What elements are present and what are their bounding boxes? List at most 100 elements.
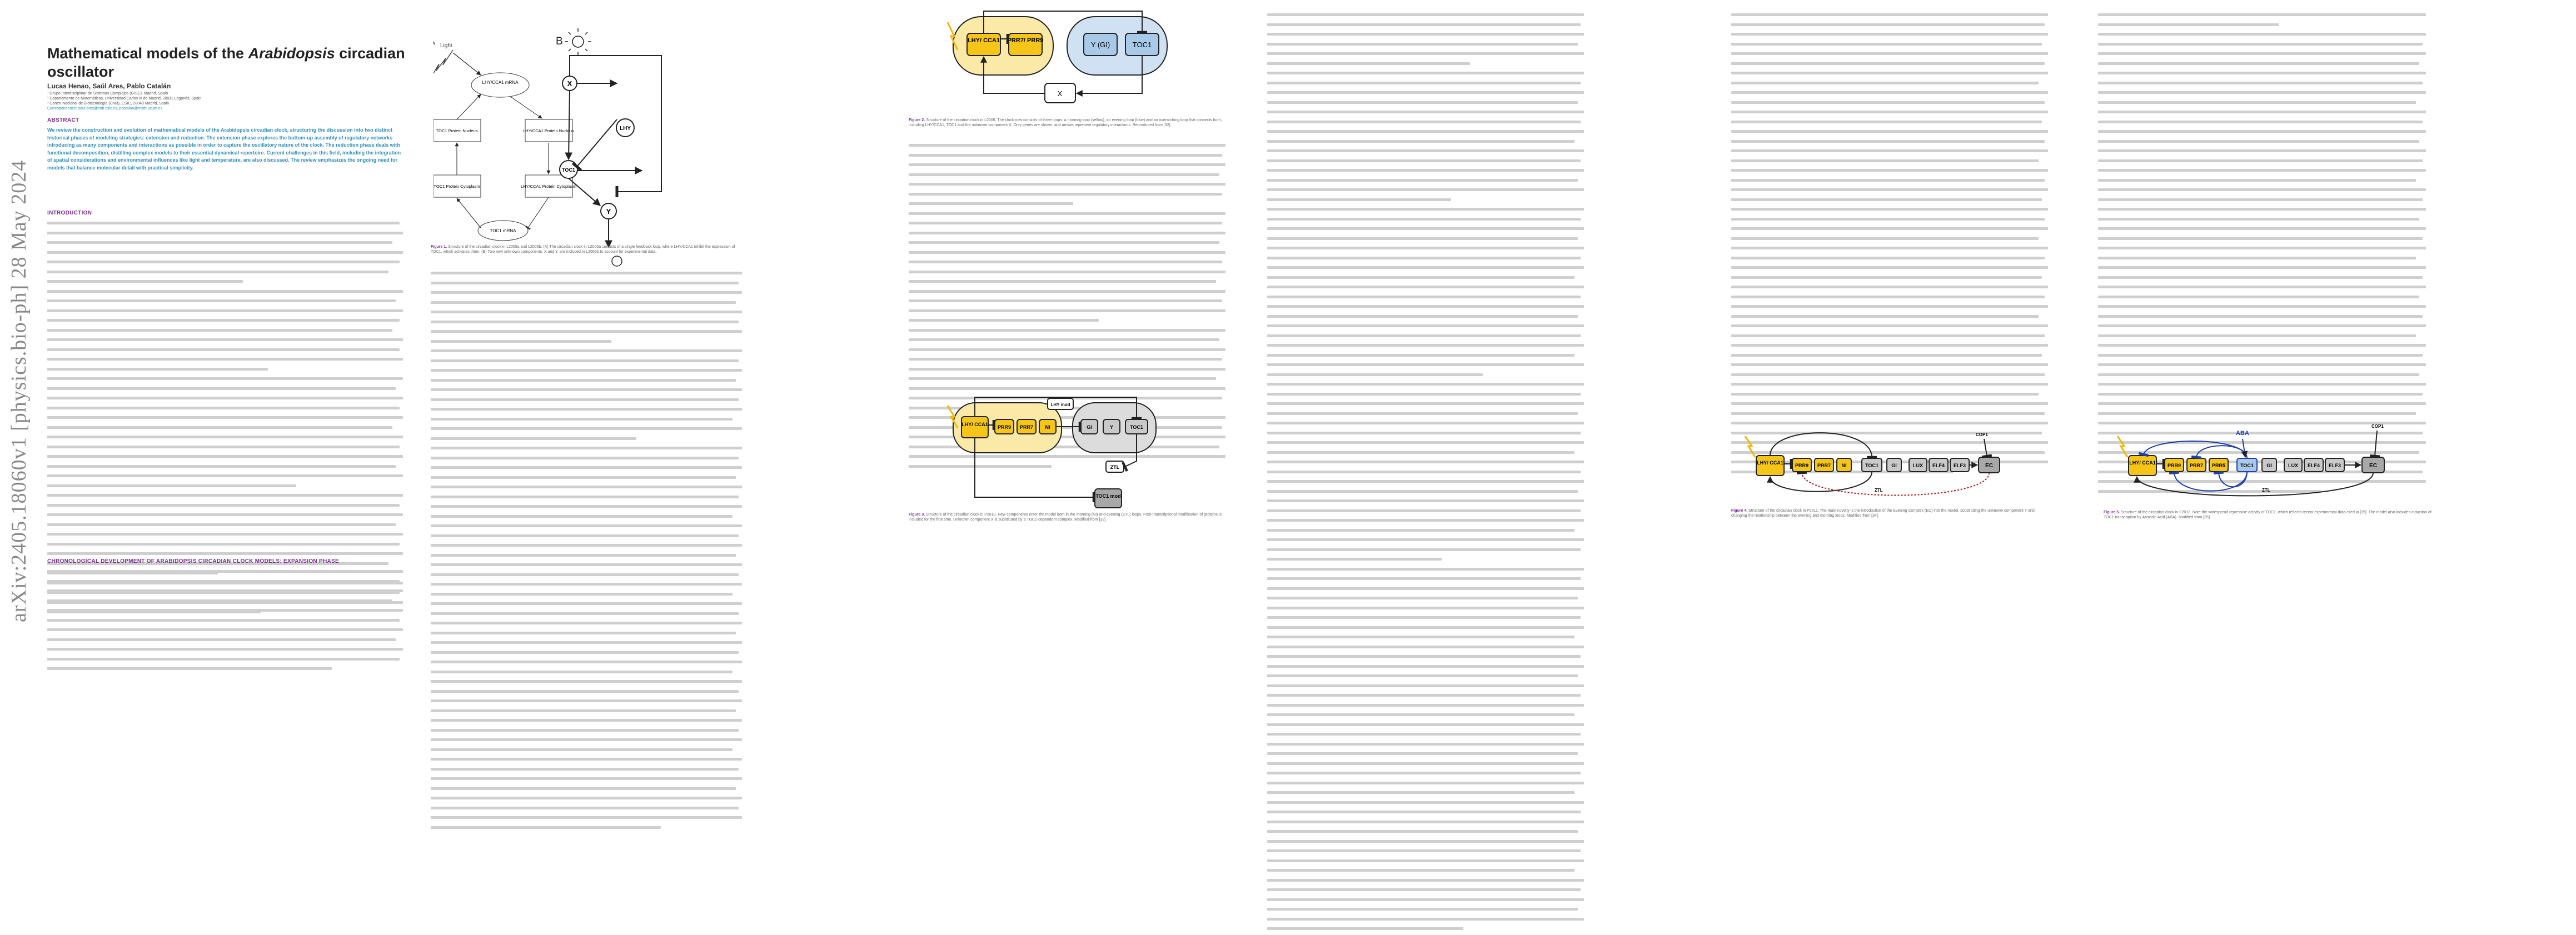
fig2-caption: Figure 2. Structure of the circadian clo…	[909, 118, 1222, 127]
fig3-lhy-mod-label: LHY mod	[1051, 402, 1070, 407]
lightning-icon	[946, 405, 959, 428]
figure-3: LHY/ CCA1 PRR9 PRR7 NI GI Y TOC1 ZTL TOC…	[946, 397, 1157, 508]
paper-title: Mathematical models of the Arabidopsis c…	[47, 45, 405, 80]
fig1-toc1-mrna-node	[477, 220, 529, 241]
chronological-heading: CHRONOLOGICAL DEVELOPMENT OF ARABIDOPSIS…	[47, 558, 339, 564]
fig1-lhy-label: LHY	[620, 126, 631, 132]
fig2-lhy-node	[966, 33, 1001, 56]
fig5-lhy-node	[2128, 455, 2157, 476]
fig2-x-label: X	[1058, 89, 1063, 98]
lightning-icon	[2116, 436, 2129, 458]
fig1-x-label: X	[567, 79, 572, 88]
fig1-lhy-mrna-node	[471, 72, 530, 98]
introduction-heading: INTRODUCTION	[47, 210, 92, 216]
page3-right-body	[2098, 11, 2426, 497]
fig5-ec-label: EC	[2369, 463, 2377, 469]
fig3-prr7-label: PRR7	[1020, 424, 1033, 430]
fig3-caption: Figure 3. Structure of the circadian clo…	[909, 513, 1222, 522]
fig1-lhy-cytoplasm-node	[525, 174, 573, 198]
lightning-icon	[1744, 436, 1756, 458]
fig5-lhy-label: LHY/ CCA1	[2129, 460, 2156, 466]
fig1-caption: Figure 1. Structure of the circadian clo…	[431, 245, 735, 254]
figure-4: LHY/ CCA1 PRR9 PRR7 NI TOC1 GI LUX ELF4 …	[1744, 432, 2000, 496]
figure-2: LHY/ CCA1 PRR7/ PRR9 Y (GI) TOC1 X	[946, 11, 1168, 103]
fig2-lhy-label: LHY/ CCA1	[968, 37, 1000, 44]
fig2-prr-node	[1008, 33, 1043, 56]
fig2-prr-label: PRR7/ PRR9	[1008, 37, 1044, 44]
fig1-y-label: Y	[606, 207, 611, 216]
fig5-gi-node	[2261, 458, 2277, 472]
lightning-icon	[434, 49, 454, 74]
chronological-body	[47, 568, 403, 675]
abstract-heading: ABSTRACT	[47, 117, 79, 123]
fig4-gi-node	[1886, 458, 1902, 472]
fig5-lux-node	[2284, 458, 2303, 472]
fig1-lhy-nucleus-label: LHY/CCA1 Protein Nucleus	[523, 128, 574, 133]
page1-right-body	[431, 269, 742, 833]
fig4-cop1-label: COP1	[1976, 432, 1988, 437]
fig3-lhy-label: LHY/ CCA1	[961, 422, 988, 427]
fig4-caption: Figure 4. Structure of the circadian clo…	[1731, 509, 2035, 518]
fig4-prr9-label: PRR9	[1795, 463, 1808, 468]
page-3: LHY/ CCA1 PRR9 PRR7 NI TOC1 GI LUX ELF4 …	[1720, 0, 2576, 667]
fig4-lux-label: LUX	[1913, 463, 1923, 468]
fig4-ni-label: NI	[1842, 463, 1847, 468]
page3-left-body	[1731, 11, 2048, 478]
fig4-elf4-node	[1929, 458, 1949, 472]
fig2-toc1-label: TOC1	[1133, 41, 1152, 49]
fig4-gi-label: GI	[1891, 463, 1897, 468]
fig1-toc1-nucleus-label: TOC1 Protein Nucleus	[436, 128, 478, 133]
fig4-prr7-label: PRR7	[1817, 463, 1831, 468]
fig3-ni-label: NI	[1045, 424, 1050, 430]
fig3-lhy-mod-node	[1047, 398, 1074, 410]
fig1-lhy-cytoplasm-label: LHY/CCA1 Protein Cytoplasm	[521, 184, 576, 189]
fig5-ztl-label: ZTL	[2262, 488, 2270, 493]
fig1-toc1-nucleus-node	[434, 119, 481, 142]
fig1-toc1-cytoplasm-node	[434, 174, 481, 198]
fig3-ztl-label: ZTL	[1110, 464, 1120, 470]
fig5-elf4-node	[2304, 458, 2324, 472]
fig4-lhy-label: LHY/ CCA1	[1757, 460, 1783, 466]
page-2: LHY/ CCA1 PRR7/ PRR9 Y (GI) TOC1 X Figur…	[859, 0, 1717, 930]
lightning-icon	[946, 22, 959, 51]
page-1: arXiv:2405.18060v1 [physics.bio-ph] 28 M…	[0, 0, 856, 829]
fig1-panel-b-label: B	[556, 36, 563, 47]
fig2-y-gi-label: Y (GI)	[1091, 41, 1110, 49]
fig5-toc1-label: TOC1	[2240, 463, 2254, 468]
fig5-elf3-label: ELF3	[2329, 463, 2341, 468]
fig5-gi-label: GI	[2266, 463, 2272, 468]
fig2-morning-loop	[953, 16, 1054, 76]
fig1-lhy-mrna-label: LHY/CCA1 mRNA	[482, 80, 519, 85]
fig3-prr9-label: PRR9	[998, 424, 1011, 430]
fig5-aba-label: ABA	[2236, 430, 2249, 437]
fig4-ec-label: EC	[1985, 463, 1993, 469]
fig5-caption: Figure 5. Structure of the circadian clo…	[2104, 511, 2431, 519]
fig1-panel-a-label: A	[434, 36, 435, 47]
intro-body	[47, 219, 403, 618]
fig4-lhy-node	[1756, 455, 1785, 476]
fig3-y-node	[1103, 419, 1120, 434]
fig1-toc1-cytoplasm-label: TOC1 Protein Cytoplasm	[434, 184, 480, 189]
figure-1: A B Light LHY/CCA1 mRNA TOC1 Protein Nuc…	[434, 28, 662, 267]
fig4-ztl-label: ZTL	[1875, 488, 1883, 493]
fig5-prr5-label: PRR5	[2212, 463, 2225, 468]
fig1-light-label: Light	[440, 43, 452, 49]
fig1-toc1-label: TOC1	[562, 167, 575, 173]
fig5-prr7-label: PRR7	[2190, 463, 2203, 468]
affiliations: ¹ Grupo Interdisciplinar de Sistemas Com…	[47, 92, 202, 111]
fig4-elf4-label: ELF4	[1932, 463, 1945, 468]
fig4-elf3-label: ELF3	[1954, 463, 1966, 468]
author-list: Lucas Henao, Saúl Ares, Pablo Catalán	[47, 82, 171, 90]
fig4-prr7-node	[1814, 458, 1834, 472]
figure-5: LHY/ CCA1 PRR9 PRR7 PRR5 TOC1 GI LUX ELF…	[2116, 424, 2385, 497]
fig3-gi-label: GI	[1087, 424, 1092, 430]
fig1-toc1-mrna-label: TOC1 mRNA	[490, 228, 517, 233]
fig5-lux-label: LUX	[2288, 463, 2298, 468]
fig5-cop1-label: COP1	[2371, 424, 2384, 429]
fig3-toc1-mod-label: TOC1 mod	[1095, 493, 1120, 499]
page2-right-body	[1267, 11, 1584, 935]
fig2-y-gi-node	[1083, 33, 1118, 56]
sun-icon-bottom	[611, 256, 622, 267]
abstract-text: We review the construction and evolution…	[47, 127, 401, 171]
arxiv-identifier[interactable]: arXiv:2405.18060v1 [physics.bio-ph] 28 M…	[7, 159, 31, 622]
